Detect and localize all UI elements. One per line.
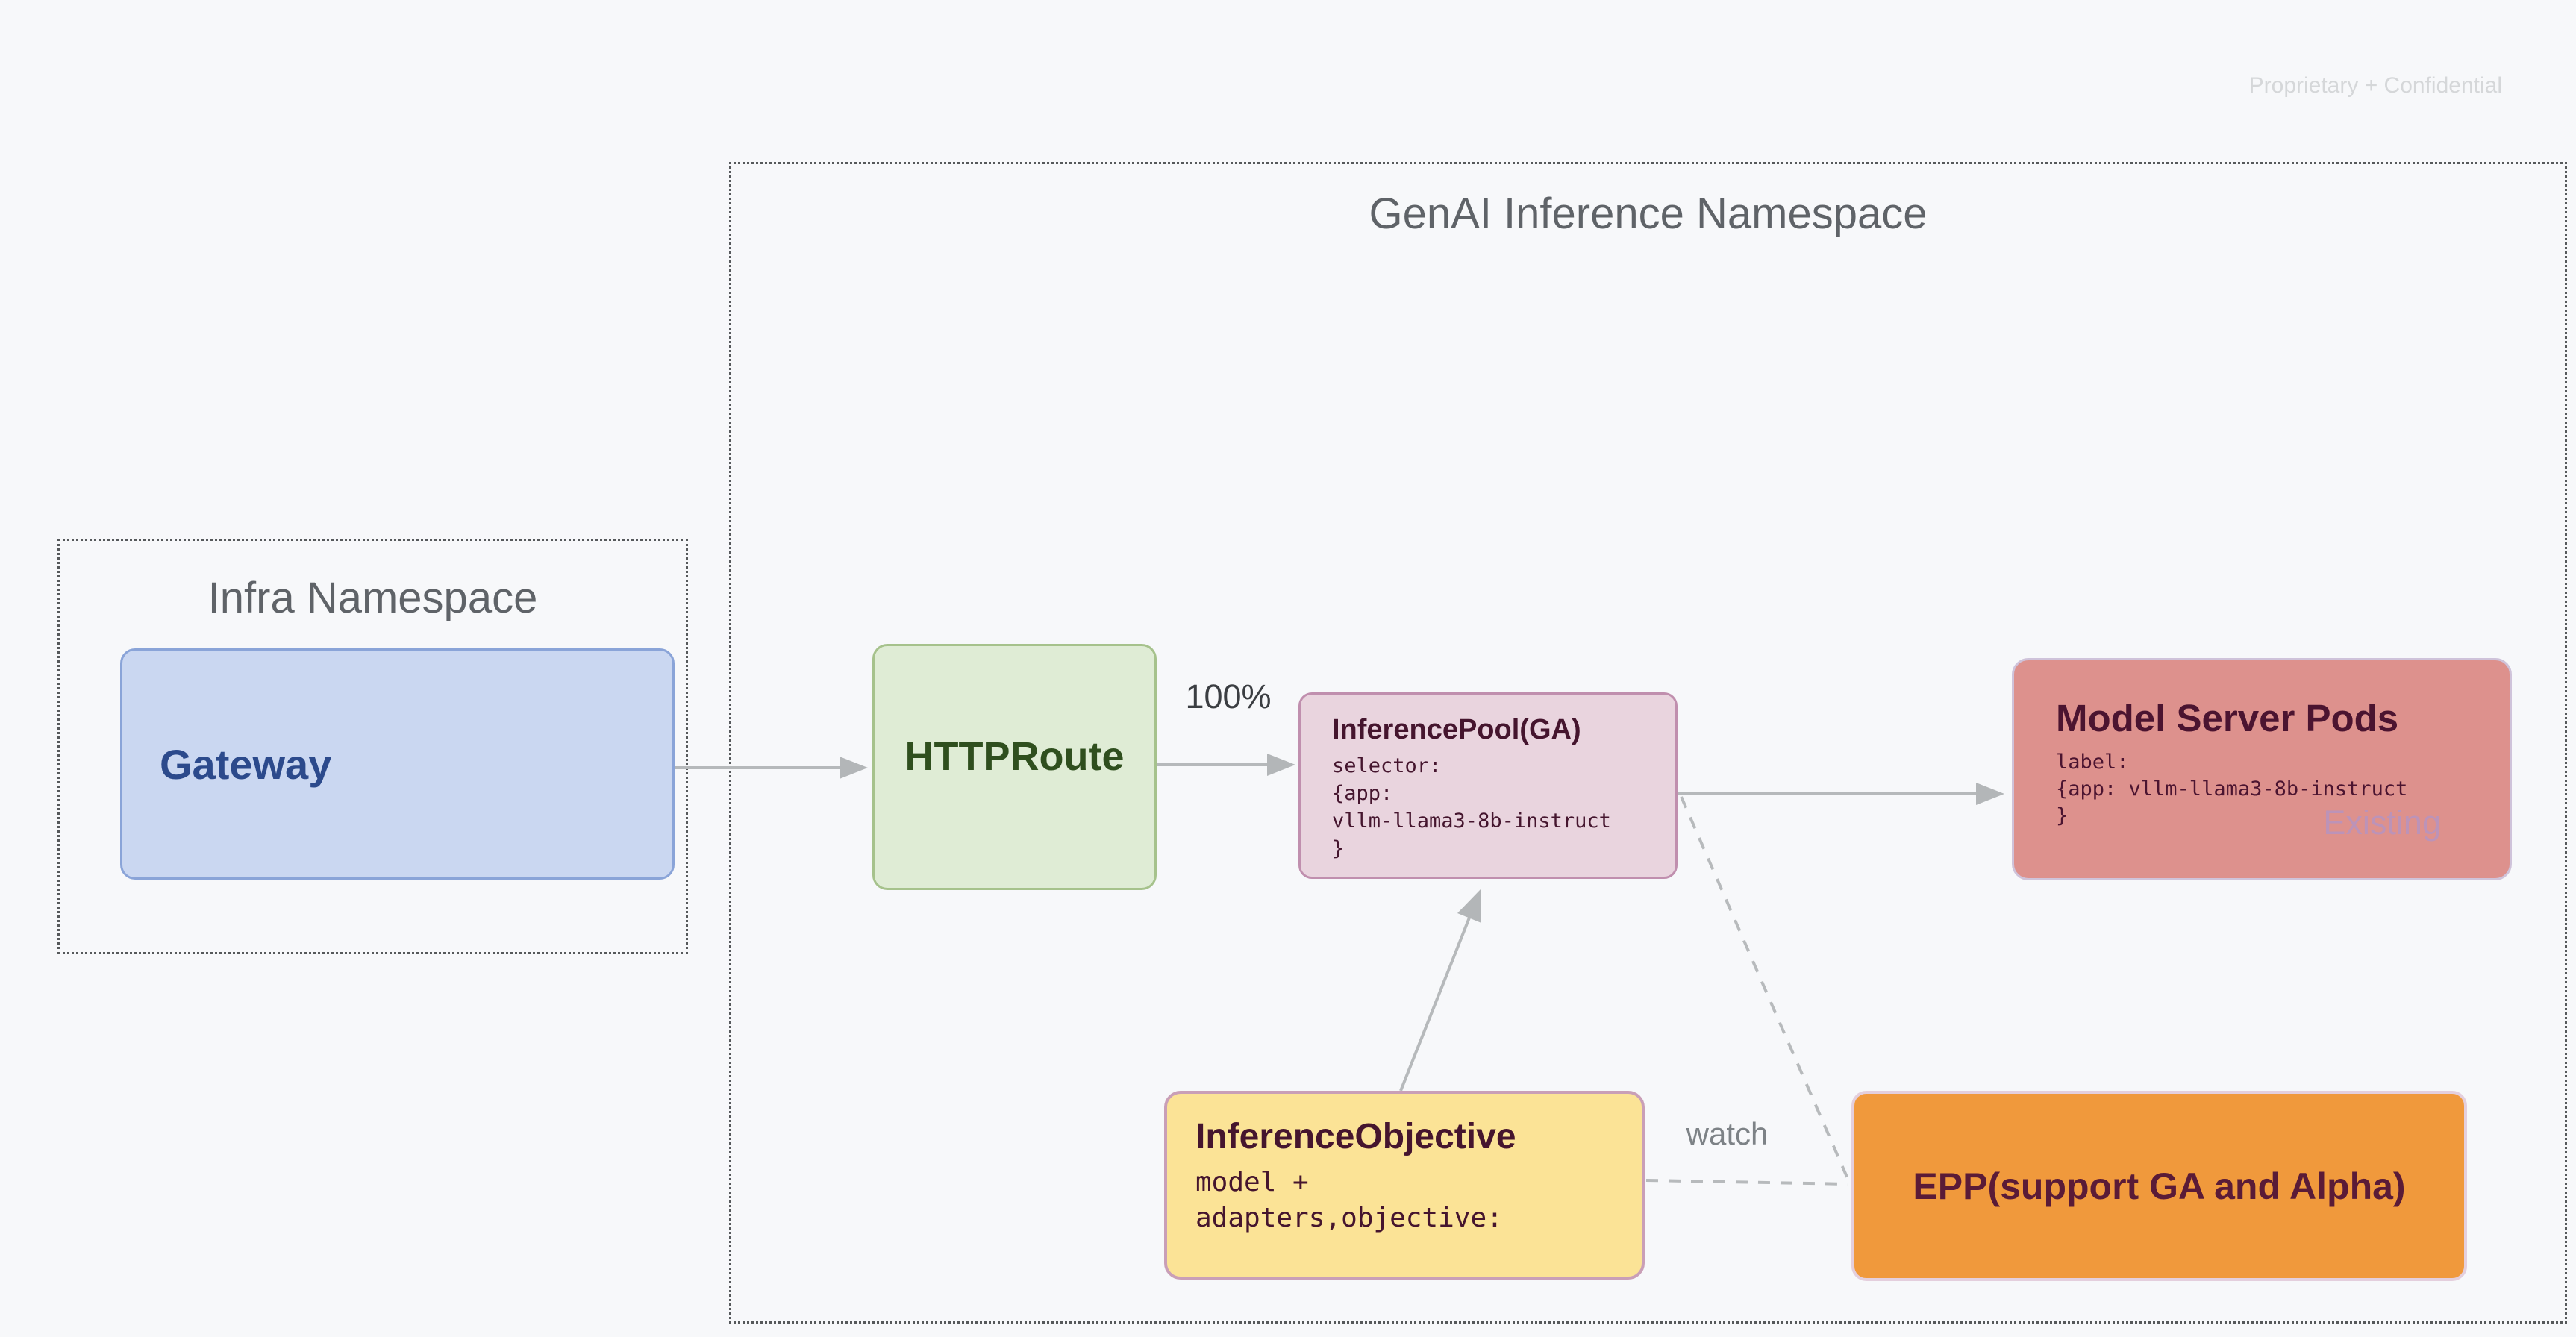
inference-objective-code: model + adapters,objective: [1195, 1167, 1503, 1233]
watermark: Proprietary + Confidential [2248, 73, 2502, 98]
inference-objective-title: InferenceObjective [1195, 1117, 1516, 1156]
arrow-inferenceobjective-to-inferencepool [1399, 889, 1481, 1092]
dashed-epp-to-inferenceobjective [1645, 1179, 1849, 1186]
httproute-label: HTTPRoute [904, 734, 1125, 779]
existing-tag: Existing [2323, 804, 2441, 842]
infra-namespace-title: Infra Namespace [207, 574, 538, 622]
httproute-node: HTTPRoute [872, 644, 1157, 890]
epp-label: EPP(support GA and Alpha) [1913, 1165, 2406, 1207]
genai-namespace-box: GenAI Inference Namespace [729, 162, 2567, 1324]
route-weight-label: 100% [1185, 677, 1272, 716]
gateway-node: Gateway [120, 648, 675, 880]
arrow-httproute-to-inferencepool [1157, 754, 1295, 776]
infra-namespace-box: Infra Namespace [57, 539, 688, 954]
genai-namespace-title: GenAI Inference Namespace [1369, 190, 1928, 238]
inference-objective-node: InferenceObjective model + adapters,obje… [1164, 1091, 1645, 1280]
dashed-epp-to-inferencepool [1680, 796, 1850, 1181]
epp-node: EPP(support GA and Alpha) [1851, 1091, 2467, 1281]
inference-pool-selector-code: selector: {app: vllm-llama3-8b-instruct … [1332, 754, 1611, 860]
gateway-label: Gateway [160, 740, 332, 788]
inference-pool-node: InferencePool(GA) selector: {app: vllm-l… [1298, 692, 1678, 879]
arrow-gateway-to-httproute [670, 757, 868, 779]
model-server-pods-title: Model Server Pods [2056, 697, 2399, 739]
model-server-pods-label-code: label: {app: vllm-llama3-8b-instruct } [2056, 751, 2408, 827]
model-server-pods-node: Model Server Pods label: {app: vllm-llam… [2012, 658, 2512, 880]
inference-pool-title: InferencePool(GA) [1332, 714, 1581, 745]
arrow-inferencepool-to-modelserverpods [1678, 783, 2004, 805]
watch-label: watch [1686, 1116, 1769, 1151]
